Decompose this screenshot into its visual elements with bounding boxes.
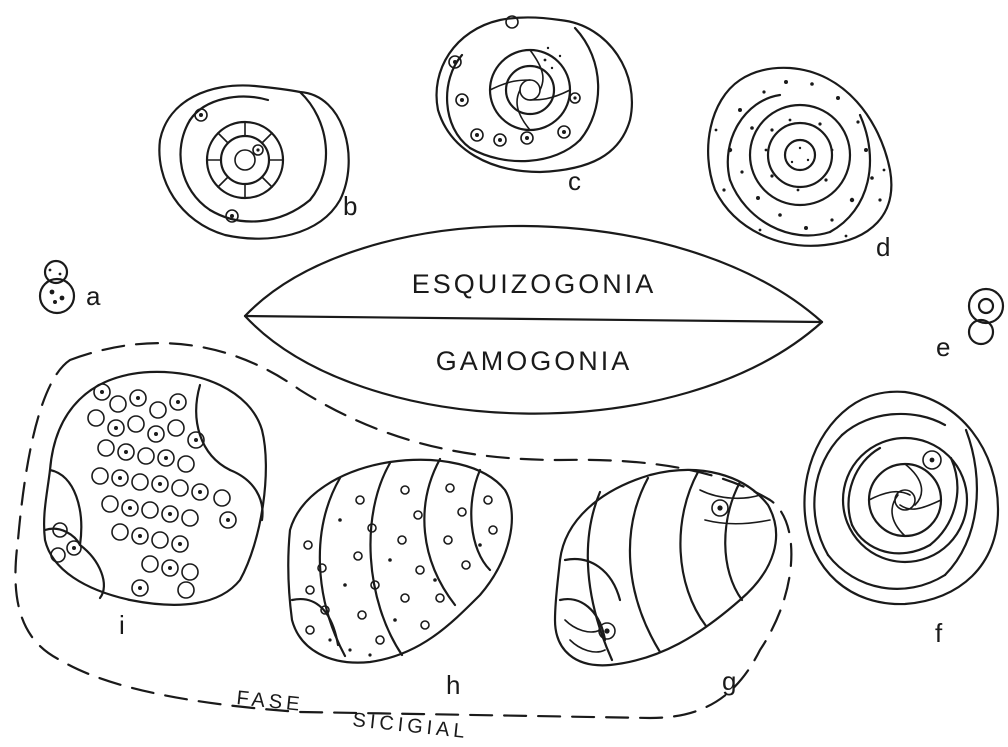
stage-label-h: h — [446, 670, 460, 700]
stage-a-specimen — [40, 261, 74, 313]
stage-label-b: b — [343, 191, 357, 221]
stage-e-chamber — [969, 320, 993, 344]
stage-e-chamber — [969, 289, 1003, 323]
stage-label-a: a — [86, 281, 101, 311]
stage-label-i: i — [119, 610, 125, 640]
stage-label-g: g — [722, 666, 736, 696]
stage-e-specimen — [969, 289, 1003, 344]
stage-g-specimen — [555, 470, 776, 665]
stage-i-specimen — [44, 372, 266, 605]
stage-b-specimen — [159, 85, 348, 238]
stage-f-specimen — [804, 392, 998, 604]
lens-divider — [245, 316, 822, 322]
stage-label-c: c — [568, 166, 581, 196]
stage-c-specimen — [437, 16, 632, 172]
stage-h-specimen — [288, 459, 512, 663]
fase-label-word1: FASE — [235, 687, 304, 716]
stage-label-d: d — [876, 232, 890, 262]
stage-d-specimen — [708, 68, 891, 246]
phase-label-gamogonia: GAMOGONIA — [436, 346, 633, 376]
stage-a-chamber — [40, 279, 74, 313]
stage-label-e: e — [936, 332, 950, 362]
phase-label-esquizogonia: ESQUIZOGONIA — [412, 269, 657, 299]
central-lens: ESQUIZOGONIA GAMOGONIA — [245, 226, 822, 414]
stage-label-f: f — [935, 618, 943, 648]
